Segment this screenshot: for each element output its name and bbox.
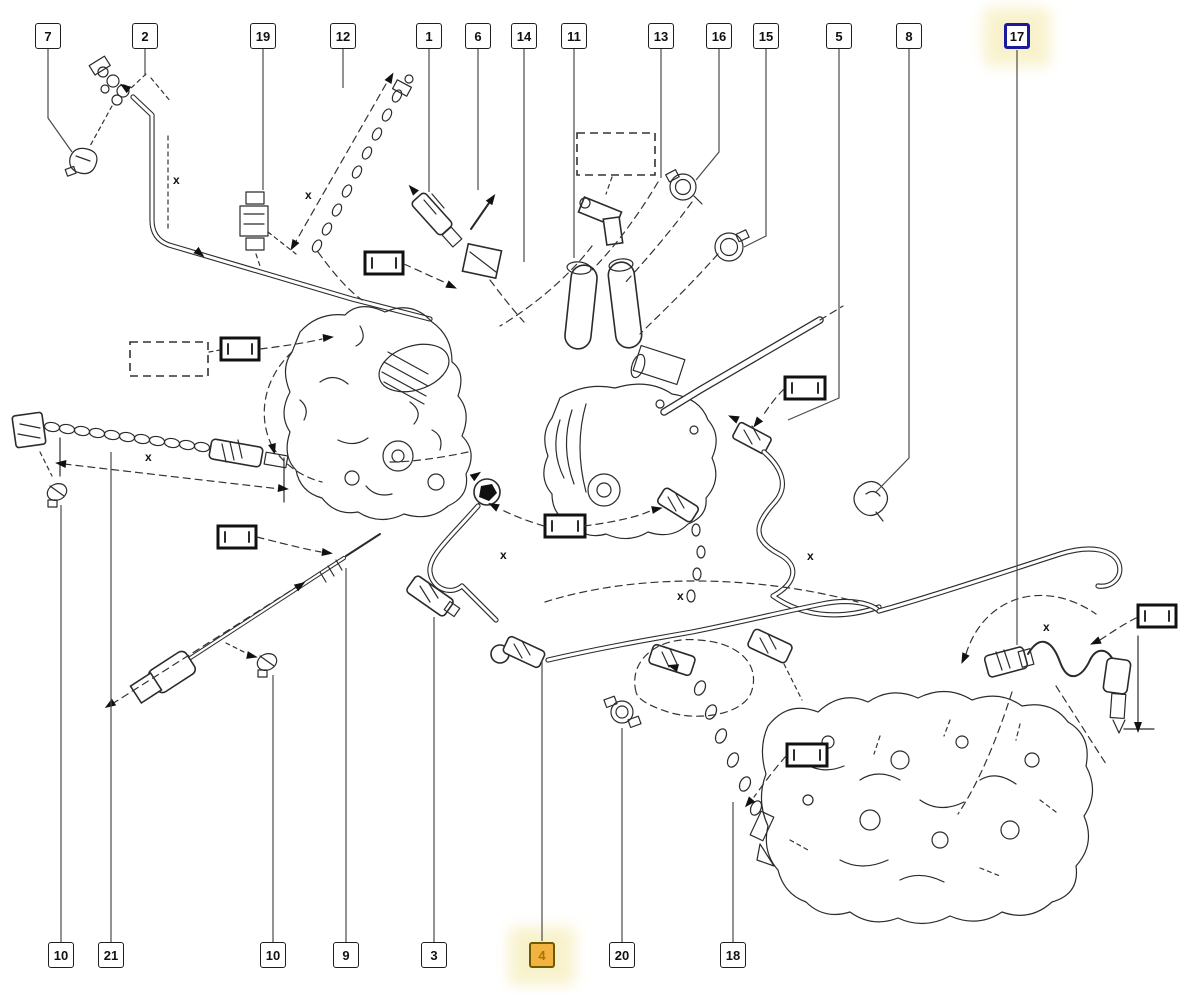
callout-4[interactable]: 4 xyxy=(529,942,555,968)
engine-assembly-sketch xyxy=(263,306,472,521)
dimension-label-1: x xyxy=(173,173,180,187)
pipe-assembly-2-sketch xyxy=(88,55,433,322)
callout-3[interactable]: 3 xyxy=(421,942,447,968)
callout-16[interactable]: 16 xyxy=(706,23,732,49)
callout-7[interactable]: 7 xyxy=(35,23,61,49)
alternator-assembly-sketch xyxy=(543,344,717,540)
dimension-label-3: x xyxy=(145,450,152,464)
gearbox-assembly-sketch xyxy=(760,690,1094,925)
dimension-label-4: x xyxy=(500,548,507,562)
callout-9[interactable]: 9 xyxy=(333,942,359,968)
callout-1[interactable]: 1 xyxy=(416,23,442,49)
callout-19[interactable]: 19 xyxy=(250,23,276,49)
hose-group-11-14-sketch xyxy=(499,132,719,350)
leader-line-7 xyxy=(47,49,73,153)
callout-6[interactable]: 6 xyxy=(465,23,491,49)
retaining-clips-10-sketch xyxy=(46,483,278,678)
callout-14[interactable]: 14 xyxy=(511,23,537,49)
clamp-20-sketch xyxy=(603,695,642,729)
dimension-label-6: x xyxy=(807,549,814,563)
callout-15[interactable]: 15 xyxy=(753,23,779,49)
callout-18[interactable]: 18 xyxy=(720,942,746,968)
callout-12[interactable]: 12 xyxy=(330,23,356,49)
probe-assembly-9-sketch xyxy=(102,533,381,712)
callout-2[interactable]: 2 xyxy=(132,23,158,49)
callout-13[interactable]: 13 xyxy=(648,23,674,49)
sensor-assembly-17-sketch xyxy=(957,594,1155,815)
dimension-label-2: x xyxy=(305,188,312,202)
dimension-label-7: x xyxy=(1043,620,1050,634)
chain-sensor-18-sketch xyxy=(634,638,775,867)
leader-line-15 xyxy=(743,49,767,248)
connector-plug-symbols xyxy=(129,250,1178,810)
harness-pipes-sketch xyxy=(406,468,1123,701)
sensor-1-sketch xyxy=(405,182,525,323)
probe-12-sketch xyxy=(287,70,414,301)
callout-11[interactable]: 11 xyxy=(561,23,587,49)
callout-21[interactable]: 21 xyxy=(98,942,124,968)
leader-line-5 xyxy=(787,49,840,421)
clamp-13-16-sketch xyxy=(665,169,703,205)
clamp-8-sketch xyxy=(853,480,889,522)
clamp-15-sketch xyxy=(714,229,750,262)
callout-17[interactable]: 17 xyxy=(1004,23,1030,49)
sensor-assembly-21-sketch xyxy=(11,411,290,503)
leader-line-8 xyxy=(875,49,910,493)
dimension-label-5: x xyxy=(677,589,684,603)
direction-arrow-6 xyxy=(470,191,499,230)
bracket-19-sketch xyxy=(239,191,297,267)
pipe-assembly-5-sketch xyxy=(660,305,882,618)
callout-10[interactable]: 10 xyxy=(48,942,74,968)
clip-7-sketch xyxy=(64,147,98,177)
callout-8[interactable]: 8 xyxy=(896,23,922,49)
callout-5[interactable]: 5 xyxy=(826,23,852,49)
callout-10-2[interactable]: 10 xyxy=(260,942,286,968)
callout-20[interactable]: 20 xyxy=(609,942,635,968)
leader-line-16 xyxy=(695,49,720,181)
